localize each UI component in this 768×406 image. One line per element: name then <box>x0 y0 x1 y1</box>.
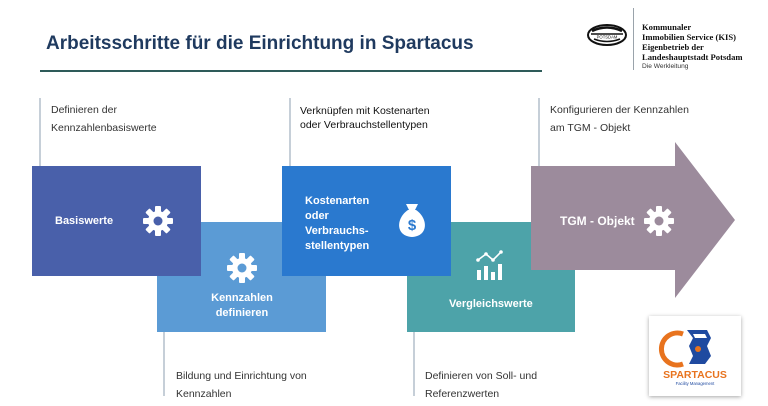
org-subline: Die Werkleitung <box>642 63 689 70</box>
step-4-description-line-2: Referenzwerten <box>425 388 500 400</box>
seal-text: POTSDAM <box>597 35 618 40</box>
step-4-label: Vergleichswerte <box>449 298 533 310</box>
org-line-3: Eigenbetrieb der <box>642 42 704 52</box>
step-2-label-line-2: definieren <box>215 307 269 319</box>
step-5-description: Konfigurieren der Kennzahlen am TGM - Ob… <box>550 101 689 137</box>
gear-icon <box>227 253 257 283</box>
step-3-description-line-2: oder Verbrauchstellentypen <box>300 119 428 131</box>
step-3-label-line-3: Verbrauchs- <box>305 225 369 237</box>
step-3-label-line-2: oder <box>305 210 329 222</box>
org-divider <box>633 8 634 70</box>
spartacus-logo-name: SPARTACUS <box>663 369 727 381</box>
step-2-label: Kennzahlen definieren <box>190 291 294 321</box>
step-1-description: Definieren der Kennzahlenbasiswerte <box>51 101 157 137</box>
step-4-description-line-1: Definieren von Soll- und <box>425 370 538 382</box>
org-line-2: Immobilien Service (KIS) <box>642 32 737 42</box>
svg-text:$: $ <box>408 217 417 234</box>
step-2-description-line-2: Kennzahlen <box>176 388 232 400</box>
step-5-arrow <box>531 142 735 298</box>
spartacus-emblem: SPARTACUS Facility Management <box>659 330 727 386</box>
step-3-description: Verknüpfen mit Kostenarten oder Verbrauc… <box>300 104 430 132</box>
spartacus-logo-tagline: Facility Management <box>676 381 715 386</box>
potsdam-seal-logo: POTSDAM <box>587 24 627 46</box>
step-3-description-line-1: Verknüpfen mit Kostenarten <box>300 105 430 117</box>
spartacus-logo: SPARTACUS Facility Management <box>649 316 741 396</box>
org-line-4: Landeshauptstadt Potsdam <box>642 52 743 62</box>
gear-icon <box>644 206 674 236</box>
step-3-label-line-4: stellentypen <box>305 240 370 252</box>
step-5-description-line-2: am TGM - Objekt <box>550 122 631 134</box>
step-1-description-line-2: Kennzahlenbasiswerte <box>51 122 157 134</box>
step-1-description-line-1: Definieren der <box>51 104 117 116</box>
step-2-description-line-1: Bildung und Einrichtung von <box>176 370 307 382</box>
page-title: Arbeitsschritte für die Einrichtung in S… <box>46 33 474 54</box>
step-4-description: Definieren von Soll- und Referenzwerten <box>425 367 537 403</box>
step-1-label: Basiswerte <box>55 215 114 227</box>
title-underline <box>40 70 542 72</box>
chart-icon <box>476 250 503 280</box>
step-2-label-line-1: Kennzahlen <box>211 292 273 304</box>
step-3-label-line-1: Kostenarten <box>305 195 370 207</box>
step-2-description: Bildung und Einrichtung von Kennzahlen <box>176 367 307 403</box>
step-5-description-line-1: Konfigurieren der Kennzahlen <box>550 104 689 116</box>
gear-icon <box>143 206 173 236</box>
org-line-1: Kommunaler <box>642 22 692 32</box>
organization-name: Kommunaler Immobilien Service (KIS) Eige… <box>642 22 766 72</box>
step-3-label: Kostenarten oder Verbrauchs- stellentype… <box>305 194 369 254</box>
step-5-label: TGM - Objekt <box>560 214 635 228</box>
money-bag-icon: $ <box>399 204 425 237</box>
